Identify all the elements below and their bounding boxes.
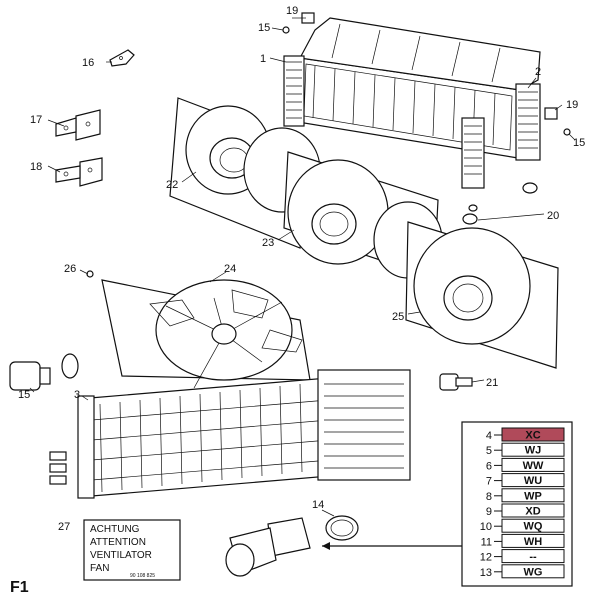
row-number: 10 xyxy=(480,521,492,533)
fan-assembly-24 xyxy=(101,279,311,389)
variant-code: WQ xyxy=(524,521,543,533)
code-box-highlighted xyxy=(501,427,565,442)
warning-line-2: ATTENTION xyxy=(90,537,146,548)
callout-3: 3 xyxy=(74,389,80,401)
bushing-20 xyxy=(462,182,538,225)
variant-code: WP xyxy=(524,490,542,502)
row-number: 5 xyxy=(486,445,492,457)
callout-19-right: 19 xyxy=(566,99,578,111)
upper-radiator xyxy=(283,17,541,189)
callout-14: 14 xyxy=(312,499,324,511)
code-box xyxy=(501,503,565,518)
row-number: 7 xyxy=(486,476,492,488)
callout-27: 27 xyxy=(58,521,70,533)
table-row: 11 WH xyxy=(481,533,565,548)
bracket-16 xyxy=(109,49,135,67)
table-row: 4 XC xyxy=(486,427,565,442)
callout-labels: 19 15 1 2 19 15 20 16 17 18 22 23 24 26 … xyxy=(18,5,585,533)
variant-code: XD xyxy=(525,506,540,518)
leader-lines xyxy=(29,17,576,550)
code-box xyxy=(501,549,565,564)
callout-24: 24 xyxy=(224,263,236,275)
fan-shroud-25 xyxy=(405,221,559,369)
callout-26: 26 xyxy=(64,263,76,275)
code-box xyxy=(501,518,565,533)
variant-code-table: 4 XC 5 WJ 6 WW 7 WU 8 WP 9 XD 10 WQ 11 WH 12 -- 13 WG xyxy=(461,421,573,587)
warning-part-number: 90 108 825 xyxy=(130,573,155,579)
warning-line-3: VENTILATOR xyxy=(90,550,152,561)
warning-label-27: ACHTUNG ATTENTION VENTILATOR FAN 90 108 … xyxy=(83,519,181,581)
bracket-17 xyxy=(55,109,101,141)
fittings-left xyxy=(49,451,67,485)
callout-25: 25 xyxy=(392,311,404,323)
fan-shroud-23 xyxy=(283,151,443,279)
callout-15-left: 15 xyxy=(18,389,30,401)
table-row: 8 WP xyxy=(486,488,565,503)
table-row: 10 WQ xyxy=(480,518,565,533)
bracket-18 xyxy=(55,157,103,187)
table-row: 12 -- xyxy=(480,549,565,564)
variant-code: WG xyxy=(524,566,543,578)
table-row: 5 WJ xyxy=(486,442,565,457)
variant-code: -- xyxy=(529,551,537,563)
row-number: 6 xyxy=(486,460,492,472)
screw-26 xyxy=(86,270,94,278)
screw-15-top xyxy=(282,26,290,34)
callout-23: 23 xyxy=(262,237,274,249)
code-box xyxy=(501,488,565,503)
callout-22: 22 xyxy=(166,179,178,191)
callout-19-top: 19 xyxy=(286,5,298,17)
callout-15-top: 15 xyxy=(258,22,270,34)
screw-15-right xyxy=(563,128,571,136)
table-row: 7 WU xyxy=(486,473,565,488)
callout-18: 18 xyxy=(30,161,42,173)
row-number: 4 xyxy=(486,430,492,442)
code-box xyxy=(501,457,565,472)
callout-15-right: 15 xyxy=(573,137,585,149)
temperature-sensor-14 xyxy=(225,515,359,577)
table-row: 6 WW xyxy=(486,457,565,472)
row-number: 9 xyxy=(486,506,492,518)
code-box xyxy=(501,564,565,579)
variant-code: WW xyxy=(523,460,544,472)
row-number: 11 xyxy=(481,536,492,548)
lower-radiator-3 xyxy=(77,369,411,499)
bolt-21 xyxy=(439,373,473,391)
table-row: 13 WG xyxy=(480,564,565,579)
row-number: 12 xyxy=(480,552,492,564)
code-box xyxy=(501,473,565,488)
callout-20: 20 xyxy=(547,210,559,222)
variant-code: WU xyxy=(524,475,542,487)
warning-line-1: ACHTUNG xyxy=(90,524,140,535)
code-box xyxy=(501,533,565,548)
figure-label: F1 xyxy=(10,579,29,596)
callout-1: 1 xyxy=(260,53,266,65)
callout-16: 16 xyxy=(82,57,94,69)
callout-21: 21 xyxy=(486,377,498,389)
code-box xyxy=(501,442,565,457)
warning-line-4: FAN xyxy=(90,563,109,574)
row-number: 8 xyxy=(486,491,492,503)
callout-2: 2 xyxy=(535,66,541,78)
cap-15-left xyxy=(9,353,79,391)
callout-17: 17 xyxy=(30,114,42,126)
variant-code: XC xyxy=(525,430,540,442)
variant-code: WJ xyxy=(525,445,542,457)
clip-19-right xyxy=(544,107,558,120)
row-number: 13 xyxy=(480,567,492,579)
table-row: 9 XD xyxy=(486,503,565,518)
variant-code: WH xyxy=(524,536,542,548)
